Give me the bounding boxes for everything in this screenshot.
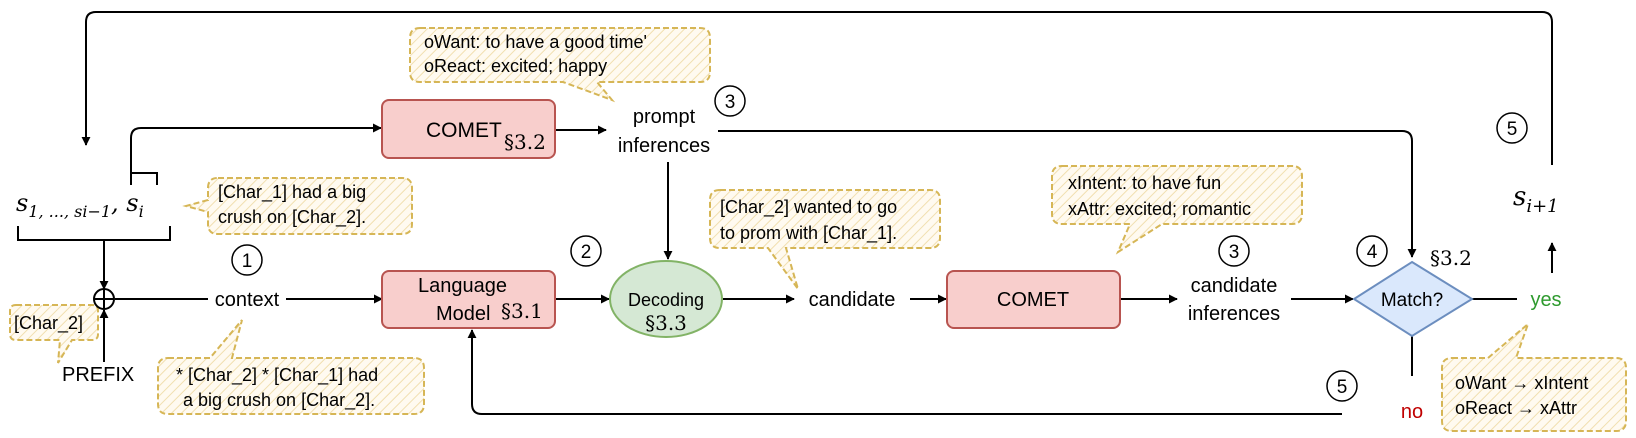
step-number-2: 2	[570, 235, 602, 267]
callout-line: xAttr: excited; romantic	[1068, 199, 1251, 219]
callout-line: a big crush on [Char_2].	[183, 390, 375, 411]
callout-line: oWant: to have a good time'	[424, 32, 647, 52]
callout-line: oReact → xAttr	[1455, 398, 1577, 418]
node-label-line2: Model	[436, 303, 490, 325]
node-label: COMET	[997, 289, 1069, 311]
step-numbers: 1 2 3 3 4 5 5	[231, 85, 1528, 402]
label-candidate-inferences-line1: candidate	[1191, 275, 1278, 297]
step-number-3-mid: 3	[1218, 235, 1250, 267]
callout-line: [Char_2]	[14, 313, 83, 334]
svg-text:2: 2	[581, 242, 592, 263]
callout-line: crush on [Char_2].	[218, 207, 366, 228]
label-yes: yes	[1530, 289, 1561, 311]
section-ref: §3.1	[501, 299, 543, 323]
svg-text:1: 1	[242, 251, 253, 272]
node-label: Decoding	[628, 290, 704, 310]
sentence-sequence: s1, ..., si−1, si	[16, 189, 144, 221]
svg-text:si+1: si+1	[1513, 182, 1559, 217]
arrow-to-comet-top	[130, 123, 382, 173]
label-prefix: PREFIX	[62, 364, 134, 386]
label-context: context	[215, 289, 280, 311]
callout-candidate-example: [Char_2] wanted to go to prom with [Char…	[709, 189, 941, 290]
section-ref: §3.2	[1430, 246, 1472, 270]
callout-prompt-example: oWant: to have a good time' oReact: exci…	[409, 27, 711, 103]
svg-text:5: 5	[1337, 377, 1348, 398]
callout-line: to prom with [Char_1].	[720, 223, 897, 244]
section-ref: §3.3	[645, 311, 687, 335]
loop-arrow-top	[81, 11, 1553, 165]
loop-arrow-bottom	[467, 329, 1342, 415]
callout-story-sentence: [Char_1] had a big crush on [Char_2].	[182, 177, 413, 235]
node-comet-top: COMET §3.2	[381, 99, 556, 159]
step-number-5-right: 5	[1496, 112, 1528, 144]
label-no: no	[1401, 401, 1423, 423]
callout-context-example: * [Char_2] * [Char_1] had a big crush on…	[157, 319, 425, 415]
connectors	[17, 11, 1557, 415]
step-number-3-top: 3	[714, 85, 746, 117]
next-sentence: si+1	[1513, 182, 1559, 217]
callout-line: oWant → xIntent	[1455, 373, 1588, 393]
node-decoding: Decoding §3.3	[609, 260, 723, 338]
node-label: Match?	[1381, 290, 1443, 311]
callout-line: xIntent: to have fun	[1068, 173, 1221, 193]
callout-line: [Char_1] had a big	[218, 182, 366, 203]
bracket-sentences	[17, 226, 171, 241]
svg-text:4: 4	[1367, 242, 1378, 263]
svg-text:s1, ..., si−1, si: s1, ..., si−1, si	[16, 189, 144, 221]
step-number-4: 4	[1356, 235, 1388, 267]
svg-text:3: 3	[725, 92, 736, 113]
labels: prompt inferences context candidate cand…	[62, 106, 1562, 423]
step-number-5-left: 5	[1326, 370, 1358, 402]
callout-line: oReact: excited; happy	[424, 56, 607, 76]
node-comet-mid: COMET	[946, 270, 1121, 329]
node-label-line1: Language	[418, 275, 507, 297]
callout-mapping: oWant → xIntent oReact → xAttr	[1441, 320, 1627, 432]
label-prompt-line2: inferences	[618, 135, 710, 157]
svg-text:5: 5	[1507, 119, 1518, 140]
callouts: oWant: to have a good time' oReact: exci…	[9, 27, 1627, 432]
bracket-last-sentence	[130, 172, 158, 185]
svg-text:3: 3	[1229, 242, 1240, 263]
node-language-model: Language Model §3.1	[381, 270, 556, 329]
step-number-1: 1	[231, 244, 263, 276]
callout-line: * [Char_2] * [Char_1] had	[176, 365, 378, 386]
label-prompt-line1: prompt	[633, 106, 696, 128]
node-match: Match? §3.2	[1352, 246, 1474, 338]
label-candidate: candidate	[809, 289, 896, 311]
callout-line: [Char_2] wanted to go	[720, 197, 897, 218]
arrow-prompt-to-match	[718, 130, 1417, 258]
section-ref: §3.2	[504, 130, 546, 154]
oplus-junction	[93, 288, 115, 310]
callout-candidate-inference-example: xIntent: to have fun xAttr: excited; rom…	[1051, 165, 1303, 255]
label-candidate-inferences-line2: inferences	[1188, 303, 1280, 325]
callout-prefix-char: [Char_2]	[9, 304, 99, 364]
node-label: COMET	[426, 119, 502, 142]
